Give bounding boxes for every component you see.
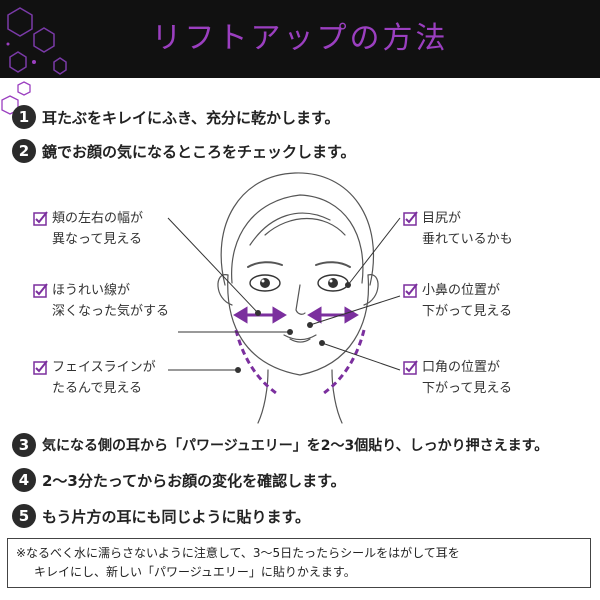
check-label-faceline: フェイスラインが たるんで見える (33, 357, 156, 399)
note-box: ※なるべく水に濡らさないように注意して、3〜5日たったらシールをはがして耳を キ… (7, 538, 591, 588)
step-5: 5 もう片方の耳にも同じように貼ります。 (12, 503, 310, 529)
header-banner: リフトアップの方法 (0, 0, 600, 78)
step-number: 3 (12, 433, 36, 457)
note-line-1: ※なるべく水に濡らさないように注意して、3〜5日たったらシールをはがして耳を (16, 546, 460, 560)
step-4: 4 2〜3分たってからお顔の変化を確認します。 (12, 467, 346, 493)
check-label-cheek-width: 頬の左右の幅が 異なって見える (33, 208, 143, 250)
check-label-nasolabial: ほうれい線が 深くなった気がする (33, 280, 169, 322)
check-text: 頬の左右の幅が 異なって見える (52, 211, 144, 247)
check-text: 目尻が 垂れているかも (422, 211, 513, 247)
note-line-2: キレイにし、新しい「パワージュエリー」に貼りかえます。 (34, 565, 356, 579)
check-text: 小鼻の位置が 下がって見える (422, 283, 512, 319)
check-text: フェイスラインが たるんで見える (52, 360, 156, 396)
hexagon-small-icon (1, 81, 31, 115)
checkbox-checked-icon (403, 283, 418, 298)
checkbox-checked-icon (33, 211, 48, 226)
face-illustration (167, 172, 401, 424)
checkbox-checked-icon (403, 360, 418, 375)
check-label-nose: 小鼻の位置が 下がって見える (403, 280, 512, 322)
step-number: 2 (12, 139, 36, 163)
step-text: 2〜3分たってからお顔の変化を確認します。 (42, 471, 346, 490)
step-2: 2 鏡でお顔の気になるところをチェックします。 (12, 138, 356, 164)
step-text: もう片方の耳にも同じように貼ります。 (42, 507, 311, 526)
check-text: 口角の位置が 下がって見える (422, 360, 512, 396)
step-text: 気になる側の耳から「パワージュエリー」を2〜3個貼り、しっかり押さえます。 (42, 438, 549, 454)
step-1: 1 耳たぶをキレイにふき、充分に乾かします。 (12, 104, 339, 130)
step-number: 5 (12, 504, 36, 528)
check-text: ほうれい線が 深くなった気がする (52, 283, 170, 319)
step-number: 4 (12, 468, 36, 492)
page-title: リフトアップの方法 (151, 21, 449, 56)
checkbox-checked-icon (33, 283, 48, 298)
check-label-eye-corner: 目尻が 垂れているかも (403, 208, 513, 250)
hexagon-decoration-icon (6, 7, 67, 75)
step-number: 1 (12, 105, 36, 129)
checkbox-checked-icon (33, 360, 48, 375)
checkbox-checked-icon (403, 211, 418, 226)
check-label-mouth-corner: 口角の位置が 下がって見える (403, 357, 512, 399)
step-3: 3 気になる側の耳から「パワージュエリー」を2〜3個貼り、しっかり押さえます。 (12, 432, 548, 458)
step-text: 鏡でお顔の気になるところをチェックします。 (42, 142, 356, 161)
step-text: 耳たぶをキレイにふき、充分に乾かします。 (42, 108, 340, 127)
